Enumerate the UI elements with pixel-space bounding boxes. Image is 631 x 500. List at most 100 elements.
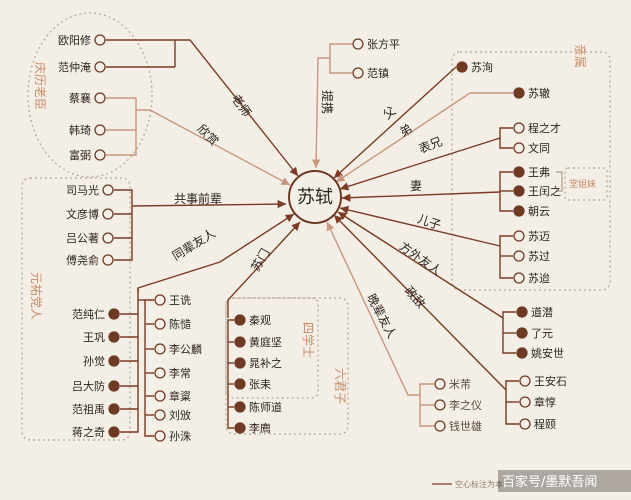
person-name: 了元 bbox=[531, 327, 553, 340]
relation-label-father: 父 bbox=[380, 104, 398, 122]
connector bbox=[335, 92, 513, 183]
group-label-tangzimei: 堂姐妹 bbox=[569, 178, 596, 190]
person-name: 李廌 bbox=[249, 421, 271, 435]
person-dot bbox=[519, 375, 531, 387]
person-dot bbox=[234, 401, 246, 413]
person-name: 范镇 bbox=[367, 66, 389, 80]
person-dot bbox=[154, 409, 166, 421]
person-dot bbox=[513, 230, 525, 242]
person-dot bbox=[516, 327, 528, 339]
family-outline bbox=[451, 51, 611, 291]
person-name: 道潜 bbox=[531, 305, 553, 319]
footnote-text: 空心标注为本 bbox=[455, 479, 503, 489]
person-dot bbox=[102, 232, 114, 244]
person-dot bbox=[234, 422, 246, 434]
person-name: 孙觉 bbox=[83, 355, 105, 368]
person-name: 刘攽 bbox=[169, 408, 191, 422]
person-name: 文同 bbox=[528, 141, 550, 155]
person-dot bbox=[516, 347, 528, 359]
person-dot bbox=[234, 314, 246, 326]
qingli-outline bbox=[27, 12, 153, 178]
person-dot bbox=[513, 185, 525, 197]
person-dot bbox=[94, 34, 106, 46]
connector bbox=[339, 137, 501, 191]
person-dot bbox=[94, 61, 106, 73]
connector bbox=[131, 199, 287, 209]
person-name: 苏辙 bbox=[528, 86, 550, 100]
connector bbox=[337, 211, 504, 319]
sixue-outline bbox=[225, 297, 319, 399]
person-name: 秦观 bbox=[249, 313, 271, 327]
group-label-yuanyou: 元祐党人 bbox=[29, 272, 44, 320]
person-dot bbox=[434, 399, 446, 411]
person-name: 黄庭坚 bbox=[249, 335, 282, 349]
person-name: 孙洙 bbox=[169, 430, 191, 443]
person-dot bbox=[513, 272, 525, 284]
connector bbox=[339, 205, 501, 247]
connector bbox=[333, 66, 457, 179]
connector bbox=[106, 39, 299, 177]
person-name: 苏迈 bbox=[528, 230, 550, 243]
person-dot bbox=[234, 336, 246, 348]
person-dot bbox=[94, 149, 106, 161]
connector bbox=[106, 129, 137, 156]
person-dot bbox=[154, 390, 166, 402]
person-dot bbox=[102, 184, 114, 196]
footnote: 空心标注为本 bbox=[432, 479, 503, 489]
person-dot bbox=[108, 308, 120, 320]
relation-label-promote: 提携 bbox=[320, 90, 335, 114]
person-name: 钱世雄 bbox=[449, 419, 482, 433]
group-labels: 庆历老臣 元祐党人 亲属 四学士 六君子 堂姐妹 bbox=[29, 44, 596, 404]
group-outlines bbox=[21, 12, 611, 441]
person-dot bbox=[108, 355, 120, 367]
person-dot bbox=[154, 294, 166, 306]
relation-label-brother: 弟 bbox=[397, 121, 414, 139]
person-name: 王诜 bbox=[169, 294, 191, 307]
connector bbox=[120, 313, 139, 433]
connector bbox=[556, 171, 563, 192]
connector bbox=[227, 319, 234, 429]
person-dot bbox=[108, 380, 120, 392]
person-name: 李之仪 bbox=[449, 398, 482, 412]
person-name: 姚安世 bbox=[531, 346, 564, 360]
person-name: 王巩 bbox=[83, 331, 105, 344]
connector bbox=[227, 221, 301, 318]
relation-label-cousin: 表兄 bbox=[417, 134, 445, 156]
person-name: 晁补之 bbox=[249, 356, 282, 370]
relation-label-wife: 妻 bbox=[410, 179, 422, 193]
group-label-liujunzi: 六君子 bbox=[333, 368, 347, 404]
relation-label-peers: 同辈友人 bbox=[170, 226, 218, 263]
person-dot bbox=[108, 426, 120, 438]
connector bbox=[114, 189, 133, 261]
watermark-text: 百家号/墨默吾闻 bbox=[502, 474, 597, 490]
connector bbox=[326, 221, 420, 396]
person-name: 文彦博 bbox=[66, 207, 99, 221]
person-name: 范祖禹 bbox=[72, 402, 105, 416]
person-dot bbox=[102, 254, 114, 266]
person-dot bbox=[513, 122, 525, 134]
person-dot bbox=[434, 420, 446, 432]
person-name: 米芾 bbox=[449, 378, 471, 391]
person-name: 李公麟 bbox=[169, 342, 202, 356]
connector bbox=[499, 235, 513, 279]
relation-label-seniors: 共事前辈 bbox=[174, 191, 222, 206]
group-label-family: 亲属 bbox=[573, 44, 587, 68]
person-name: 范纯仁 bbox=[72, 307, 105, 321]
person-name: 张耒 bbox=[249, 378, 271, 391]
person-dot bbox=[94, 92, 106, 104]
person-name: 苏迨 bbox=[528, 271, 550, 285]
group-label-sixue: 四学士 bbox=[301, 322, 316, 358]
person-dot bbox=[456, 61, 468, 73]
person-name: 章惇 bbox=[534, 395, 556, 409]
person-name: 苏洵 bbox=[471, 61, 493, 74]
person-dot bbox=[154, 430, 166, 442]
person-dot bbox=[234, 357, 246, 369]
person-name: 范仲淹 bbox=[58, 60, 91, 74]
person-name: 蒋之奇 bbox=[72, 425, 105, 439]
center-label: 苏轼 bbox=[297, 187, 333, 208]
person-dot bbox=[352, 38, 364, 50]
watermark: 百家号/墨默吾闻 bbox=[498, 470, 631, 492]
connector bbox=[311, 57, 330, 169]
